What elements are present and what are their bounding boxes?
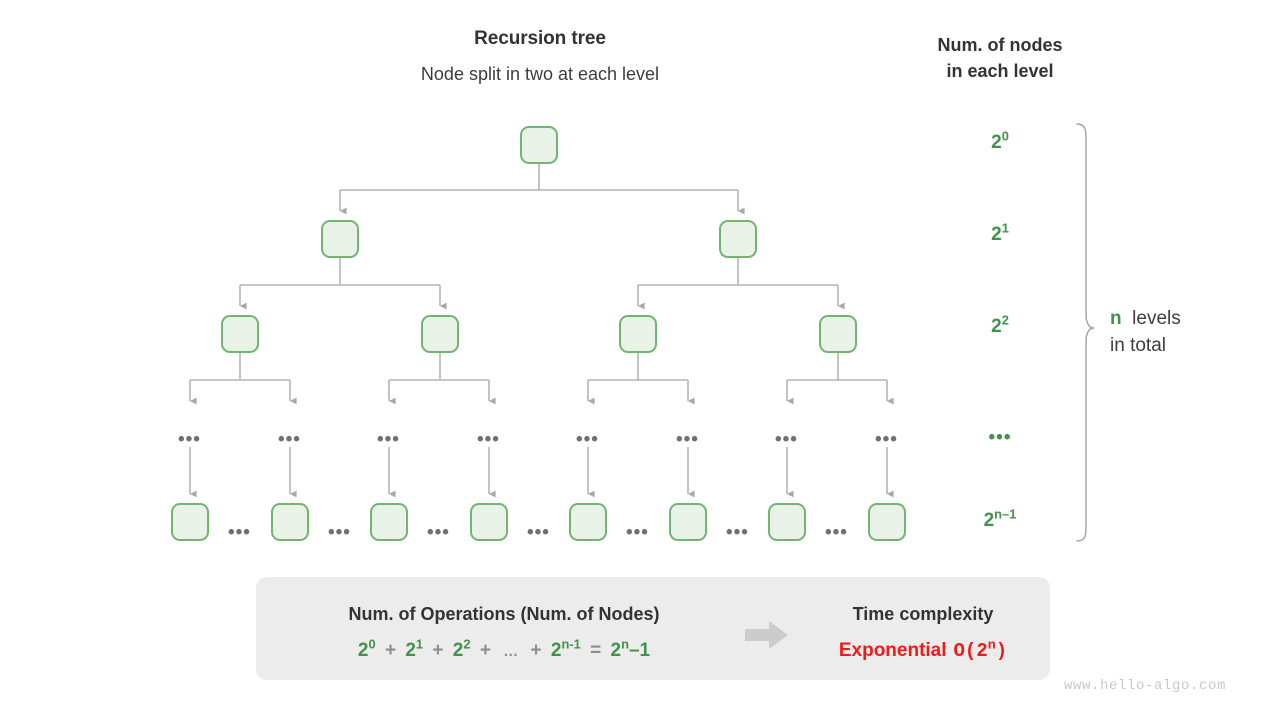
tree-node — [868, 503, 906, 541]
formula-term-1-base: 2 — [357, 640, 369, 661]
complexity-bigo-head: O(2 — [953, 640, 988, 662]
tree-ellipsis: ••• — [576, 429, 599, 450]
tree-ellipsis: ••• — [377, 429, 400, 450]
formula-result: 2n–1 — [610, 636, 651, 661]
tree-node — [370, 503, 408, 541]
complexity-word: Exponential — [838, 640, 947, 661]
tree-node — [221, 315, 259, 353]
formula-term-1: 20 — [357, 636, 376, 661]
tree-ellipsis: ••• — [178, 429, 201, 450]
page-title: Recursion tree — [474, 28, 606, 49]
formula-result-tail: –1 — [628, 640, 651, 661]
formula-operator-1: + — [384, 640, 397, 661]
level-count-1-exponent: 1 — [1001, 220, 1009, 236]
formula-result-exponent: n — [621, 636, 629, 652]
complexity-bigo-exponent: n — [987, 637, 996, 653]
level-count-1: 21 — [955, 220, 1045, 246]
right-column-title-line2: in each level — [946, 61, 1054, 81]
level-count-2-base: 2 — [991, 316, 1002, 337]
tree-node — [520, 126, 558, 164]
formula-term-4-base: 2 — [550, 640, 562, 661]
formula-term-2: 21 — [405, 636, 424, 661]
level-count-2: 22 — [955, 312, 1045, 338]
tree-node — [271, 503, 309, 541]
formula-term-4: 2n-1 — [550, 636, 581, 661]
tree-ellipsis: ••• — [676, 429, 699, 450]
complexity-bigo: O(2n) — [947, 637, 1008, 662]
tree-node — [768, 503, 806, 541]
tree-ellipsis: ••• — [278, 429, 301, 450]
levels-total-label: n levels in total — [1110, 305, 1280, 359]
complexity-bigo-tail: ) — [995, 640, 1008, 662]
levels-n-symbol: n — [1110, 308, 1122, 329]
summary-complexity-title: Time complexity — [852, 604, 994, 624]
levels-text-line2: in total — [1110, 335, 1166, 356]
tree-node — [470, 503, 508, 541]
tree-node — [321, 220, 359, 258]
tree-node — [819, 315, 857, 353]
tree-ellipsis: ••• — [775, 429, 798, 450]
formula-term-2-base: 2 — [405, 640, 416, 661]
tree-ellipsis: ••• — [328, 522, 351, 543]
arrow-right-icon — [745, 621, 788, 649]
tree-ellipsis: ••• — [626, 522, 649, 543]
level-count-ellipsis: ••• — [988, 427, 1012, 448]
level-count-0-exponent: 0 — [1001, 128, 1009, 144]
tree-node — [569, 503, 607, 541]
formula-result-base: 2 — [610, 640, 622, 661]
right-column-title: Num. of nodes in each level — [880, 32, 1120, 84]
right-column-title-line1: Num. of nodes — [937, 35, 1063, 55]
page-subtitle: Node split in two at each level — [420, 64, 660, 84]
tree-ellipsis: ••• — [825, 522, 848, 543]
level-count-2-exponent: 2 — [1001, 312, 1009, 328]
formula-term-3-base: 2 — [452, 640, 464, 661]
formula-term-1-exponent: 0 — [368, 636, 376, 652]
tree-ellipsis: ••• — [427, 522, 450, 543]
tree-ellipsis: ••• — [527, 522, 550, 543]
level-count-0: 20 — [955, 128, 1045, 154]
formula-term-3-exponent: 2 — [463, 636, 471, 652]
formula-term-2-exponent: 1 — [415, 636, 424, 652]
tree-node — [421, 315, 459, 353]
level-count-last-base: 2 — [983, 510, 995, 531]
formula-term-4-exponent: n-1 — [561, 636, 581, 652]
levels-brace — [1076, 123, 1095, 542]
formula-operator-2: + — [432, 640, 444, 661]
levels-text-line1: levels — [1132, 308, 1181, 329]
formula-equals: = — [590, 640, 602, 661]
level-count-1-base: 2 — [991, 224, 1002, 245]
level-count-last-exponent: n–1 — [994, 506, 1017, 522]
formula-operator-3: + — [479, 640, 491, 661]
tree-ellipsis: ••• — [875, 429, 898, 450]
tree-node — [719, 220, 757, 258]
level-count-0-base: 2 — [991, 132, 1002, 153]
tree-ellipsis: ••• — [228, 522, 251, 543]
level-count-last: 2n–1 — [955, 506, 1045, 532]
tree-ellipsis: ••• — [726, 522, 749, 543]
summary-operations-title: Num. of Operations (Num. of Nodes) — [348, 604, 660, 624]
tree-node — [669, 503, 707, 541]
summary-panel — [256, 577, 1050, 680]
tree-ellipsis: ••• — [477, 429, 500, 450]
formula-term-3: 22 — [452, 636, 471, 661]
watermark: www.hello-algo.com — [1064, 678, 1227, 694]
formula-ellipsis: … — [503, 643, 519, 660]
summary-operations-formula: 20 + 21 + 22 + … + 2n-1 = 2n–1 — [256, 636, 752, 662]
formula-operator-4: + — [530, 640, 542, 661]
tree-node — [619, 315, 657, 353]
tree-node — [171, 503, 209, 541]
